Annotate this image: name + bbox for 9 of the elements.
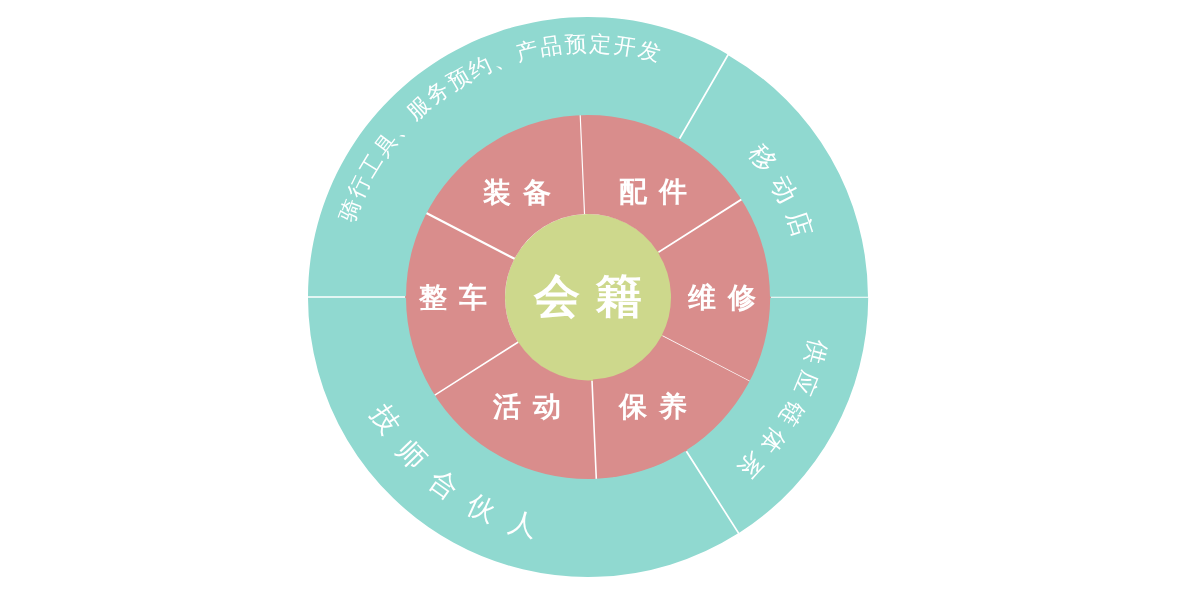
segment-label: 整车	[419, 284, 487, 312]
segment-label: 配件	[619, 178, 687, 206]
center-label: 会籍	[534, 273, 642, 319]
segment-label: 活动	[493, 393, 561, 421]
segment-label: 保养	[619, 393, 687, 421]
segment-label: 移动店	[743, 138, 821, 250]
segment-label: 供应链体系	[726, 336, 833, 490]
segment-label: 维修	[688, 284, 756, 312]
inner-ring-segment	[580, 114, 743, 253]
